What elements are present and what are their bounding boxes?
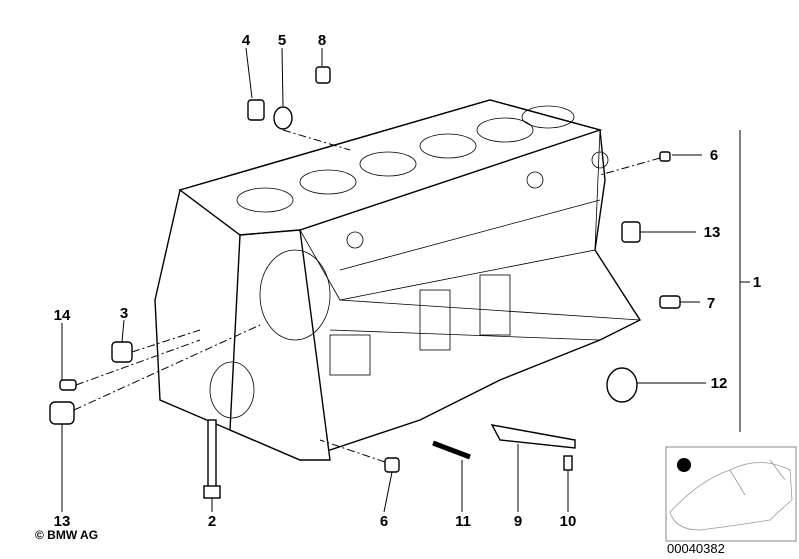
callout-5: 5	[278, 32, 286, 49]
part-7-sleeve	[659, 295, 681, 309]
part-3-plug	[111, 341, 133, 363]
part-9-bracket	[490, 424, 576, 449]
callout-2: 2	[208, 513, 216, 530]
engine-block-drawing	[154, 99, 642, 461]
location-dot-icon	[677, 458, 691, 472]
part-4-plug	[247, 99, 265, 121]
part-11-stud	[432, 440, 471, 460]
part-6-dowel-b	[384, 457, 400, 473]
callout-12: 12	[711, 375, 728, 392]
callout-11: 11	[455, 513, 471, 530]
callout-13-left: 13	[54, 513, 71, 530]
callout-1: 1	[753, 274, 761, 291]
part-13-cap	[49, 401, 75, 425]
image-id: 00040382	[667, 541, 725, 556]
callout-9: 9	[514, 513, 522, 530]
part-12-seal	[606, 367, 638, 403]
copyright-text: © BMW AG	[35, 528, 98, 542]
part-5-seal	[273, 106, 293, 130]
callout-6-top: 6	[710, 147, 718, 164]
vehicle-thumbnail: 00040382	[665, 446, 797, 556]
part-2-bolt-head	[203, 485, 221, 499]
cylinder-bores	[236, 105, 575, 213]
callout-13-right: 13	[704, 224, 721, 241]
part-13-plug	[621, 221, 641, 243]
callout-8: 8	[318, 32, 326, 49]
callout-7: 7	[707, 295, 715, 312]
part-6-dowel	[659, 151, 671, 162]
leader-lines	[61, 47, 750, 513]
callout-4: 4	[242, 32, 251, 49]
part-8-sleeve	[315, 66, 331, 84]
part-2-bolt	[207, 419, 217, 491]
parts	[49, 66, 681, 499]
callout-6-bottom: 6	[380, 513, 388, 530]
part-14-dowel	[59, 379, 77, 391]
callout-10: 10	[560, 513, 577, 530]
part-10-screw	[563, 455, 573, 471]
callout-14: 14	[54, 307, 71, 324]
callout-3: 3	[120, 305, 128, 322]
